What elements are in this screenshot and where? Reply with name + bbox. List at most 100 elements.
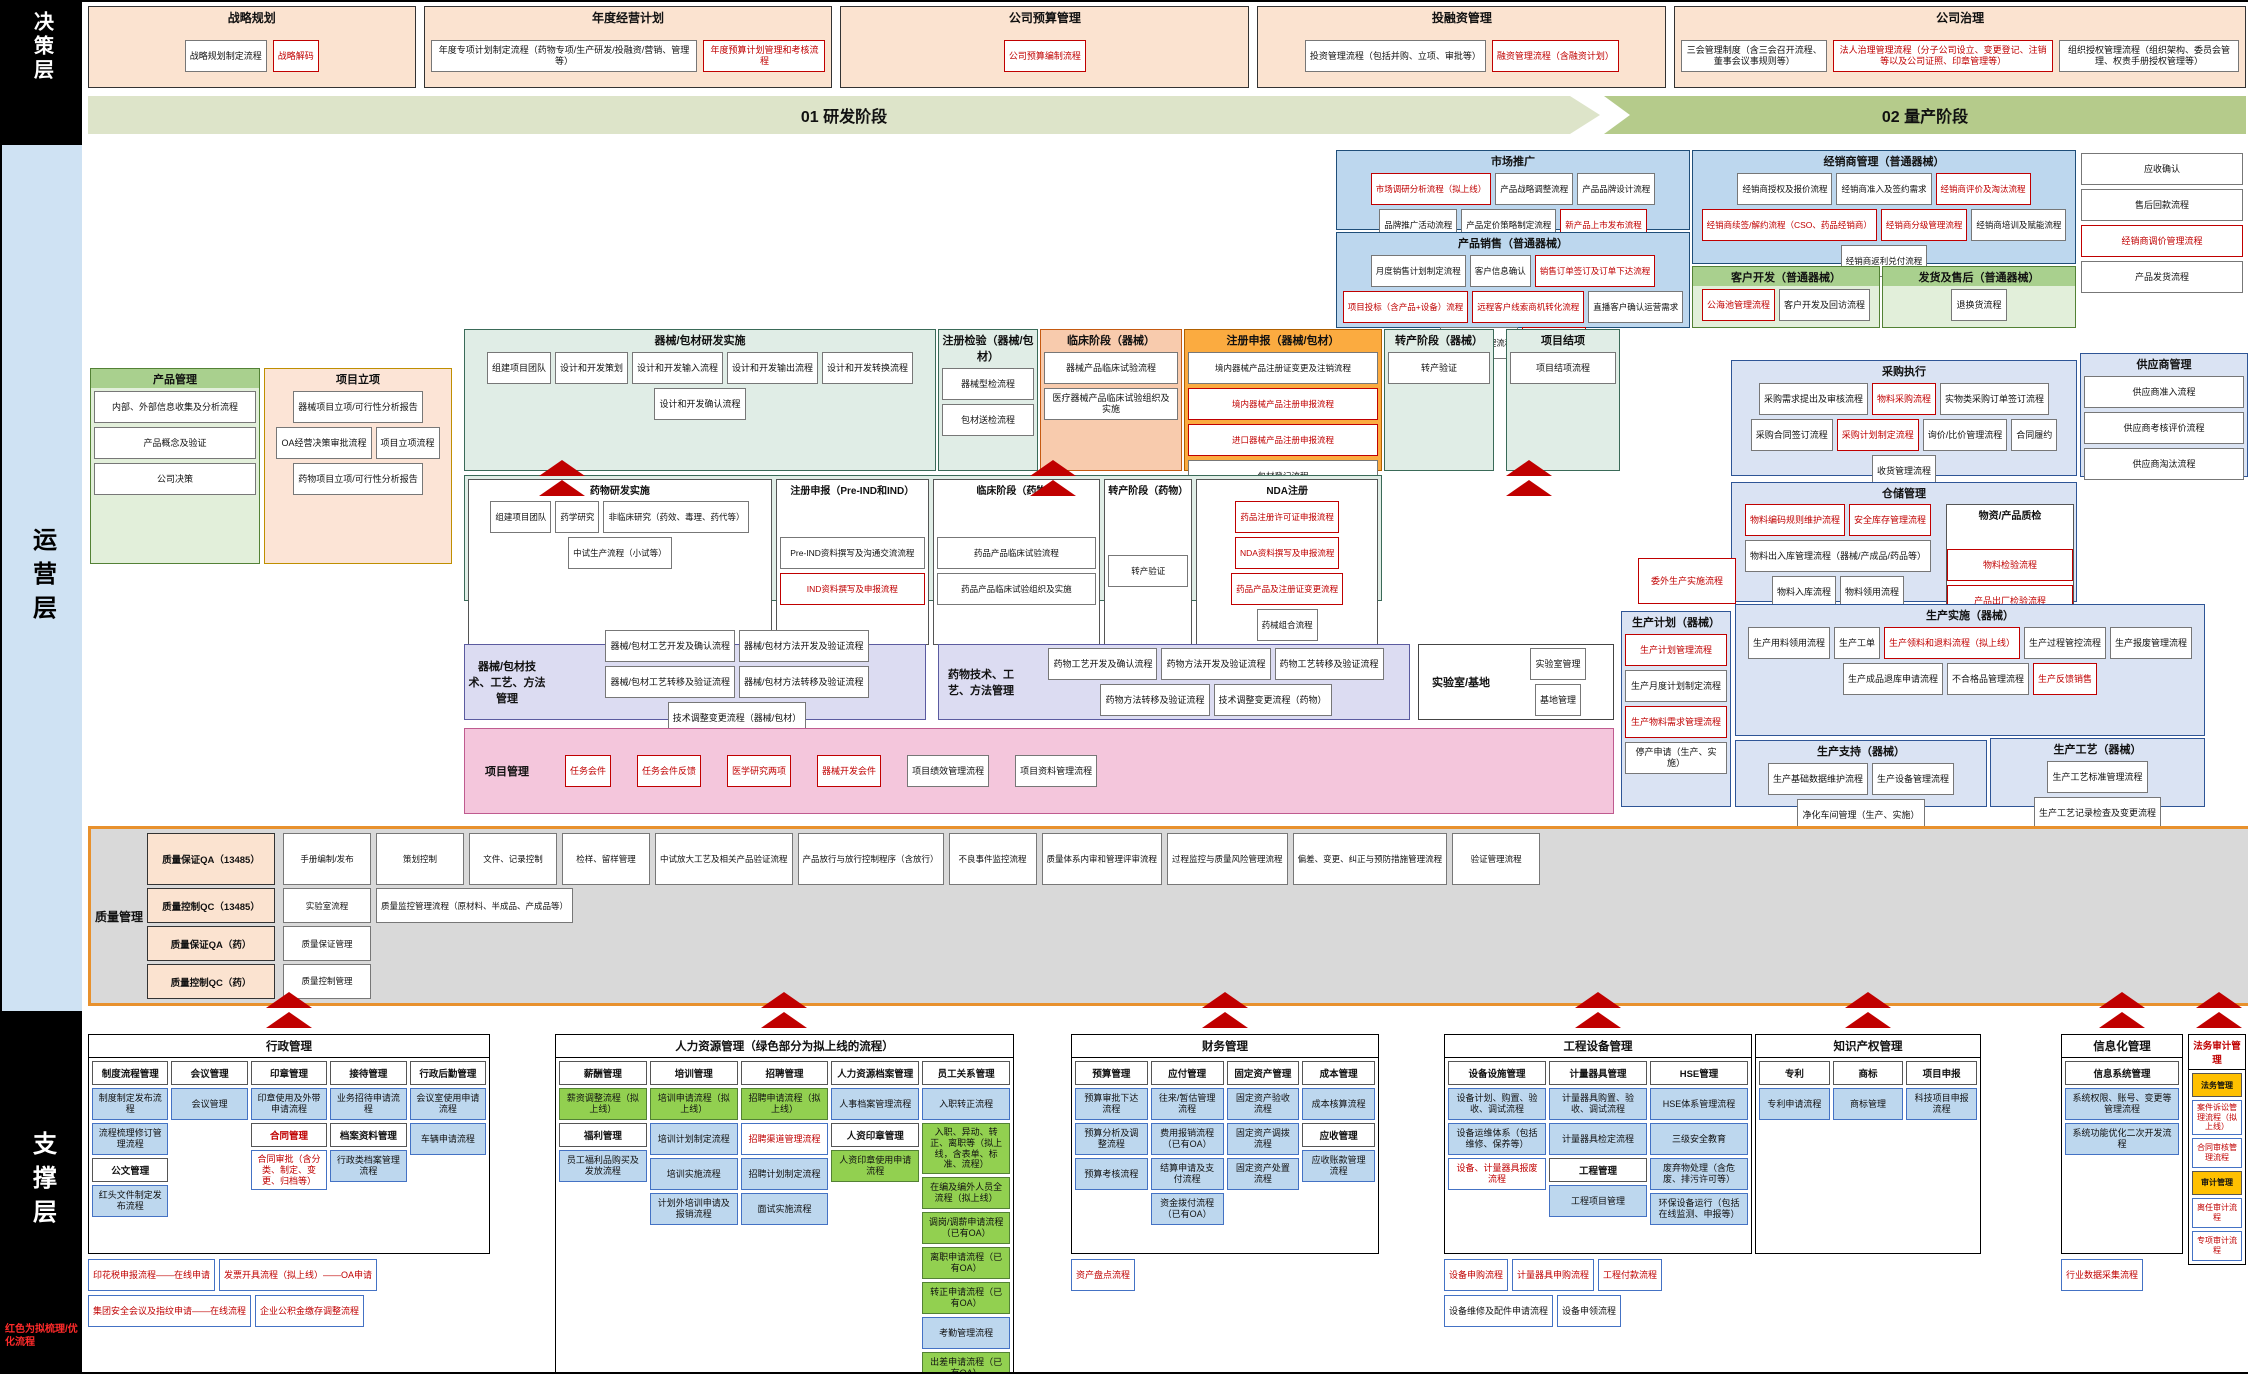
process-box[interactable]: 药物工艺转移及验证流程	[1274, 648, 1384, 680]
process-box[interactable]: NDA资料撰写及申报流程	[1234, 537, 1340, 569]
process-box[interactable]: 中试生产流程（小试等）	[568, 537, 672, 569]
process-box[interactable]: 固定资产调拨流程	[1226, 1123, 1300, 1155]
process-box[interactable]: 过程监控与质量风险管理流程	[1167, 833, 1288, 886]
process-box[interactable]: 投资管理流程（包括并购、立项、审批等）	[1304, 40, 1486, 72]
process-box[interactable]: 计量器具申购流程	[1512, 1259, 1595, 1291]
process-box[interactable]: 经销商续签/解约流程（CSO、药品经销商）	[1701, 209, 1877, 241]
process-box[interactable]: 项目立项流程	[375, 427, 440, 459]
process-box[interactable]: 实验室流程	[283, 888, 371, 924]
process-box[interactable]: 项目资料管理流程	[1015, 755, 1098, 787]
process-box[interactable]: 器械/包材工艺开发及确认流程	[605, 630, 735, 662]
process-box[interactable]: 采购计划制定流程	[1836, 419, 1919, 451]
process-box[interactable]: 检样、留样管理	[562, 833, 650, 886]
process-box[interactable]: 物料领用流程	[1840, 576, 1905, 608]
process-box[interactable]: 计量器具检定流程	[1549, 1123, 1647, 1155]
process-box[interactable]: 生产物料需求管理流程	[1625, 706, 1727, 738]
process-box[interactable]: 法人治理管理流程（分子公司设立、变更登记、注销等以及公司证照、印章管理等）	[1833, 40, 2053, 72]
process-box[interactable]: 验证管理流程	[1452, 833, 1541, 886]
process-box[interactable]: 三级安全教育	[1650, 1123, 1748, 1155]
process-box[interactable]: 供应商考核评价流程	[2084, 412, 2244, 444]
process-box[interactable]: 产品发货流程	[2081, 261, 2243, 293]
process-box[interactable]: 医学研究两项	[727, 755, 792, 787]
process-box[interactable]: 调岗/调薪申请流程（已有OA）	[922, 1212, 1010, 1245]
process-box[interactable]: 制度制定发布流程	[92, 1088, 169, 1120]
process-box[interactable]: 药物工艺开发及确认流程	[1048, 648, 1158, 680]
process-box[interactable]: 经销商培训及赋能流程	[1971, 209, 2067, 241]
process-box[interactable]: 偏差、变更、纠正与预防措施管理流程	[1292, 833, 1448, 886]
process-box[interactable]: 固定资产处置流程	[1226, 1158, 1300, 1190]
process-box[interactable]: 系统权限、账号、变更等管理流程	[2065, 1088, 2179, 1120]
process-box[interactable]: 器械型检流程	[942, 368, 1034, 400]
process-box[interactable]: 组建项目团队	[490, 501, 552, 533]
process-box[interactable]: 药品产品临床试验流程	[936, 537, 1097, 569]
process-box[interactable]: 不合格品管理流程	[1946, 663, 2029, 695]
process-box[interactable]: 项目结项流程	[1510, 352, 1616, 384]
process-box[interactable]: 招聘渠道管理流程	[740, 1123, 829, 1155]
process-box[interactable]: 预算考核流程	[1075, 1158, 1148, 1190]
process-box[interactable]: 经销商准入及签约需求	[1836, 173, 1932, 205]
process-box[interactable]: 药物方法转移及验证流程	[1100, 684, 1210, 716]
process-box[interactable]: 经销商授权及报价流程	[1737, 173, 1833, 205]
process-box[interactable]: 印章使用及外带申请流程	[250, 1088, 328, 1120]
process-box[interactable]: 内部、外部信息收集及分析流程	[94, 391, 256, 423]
process-box[interactable]: 商标管理	[1832, 1088, 1904, 1120]
process-box[interactable]: 设计和开发确认流程	[654, 388, 746, 420]
process-box[interactable]: 转正申请流程（已有OA）	[922, 1282, 1010, 1315]
process-box[interactable]: 药物项目立项/可行性分析报告	[293, 463, 423, 495]
process-box[interactable]: 退换货流程	[1951, 289, 2007, 321]
process-box[interactable]: 培训计划制定流程	[649, 1123, 738, 1155]
process-box[interactable]: 设计和开发转换流程	[822, 352, 914, 384]
process-box[interactable]: 中试放大工艺及相关产品验证流程	[655, 833, 793, 886]
process-box[interactable]: 任务会件	[565, 755, 612, 787]
process-box[interactable]: 生产报废管理流程	[2110, 627, 2193, 659]
process-box[interactable]: 询价/比价管理流程	[1922, 419, 2008, 451]
process-box[interactable]: 战略规划制定流程	[184, 40, 267, 72]
process-box[interactable]: 人事档案管理流程	[831, 1088, 920, 1120]
process-box[interactable]: 融资管理流程（含融资计划）	[1491, 40, 1619, 72]
outsourced-production-box[interactable]: 委外生产实施流程	[1638, 558, 1736, 604]
process-box[interactable]: 器械项目立项/可行性分析报告	[293, 391, 423, 423]
process-box[interactable]: 药品产品临床试验组织及实施	[936, 573, 1097, 605]
process-box[interactable]: 战略解码	[272, 40, 319, 72]
process-box[interactable]: Pre-IND资料撰写及沟通交流流程	[779, 537, 925, 569]
process-box[interactable]: 设备计划、购置、验收、调试流程	[1448, 1088, 1546, 1120]
process-box[interactable]: 远程客户线索商机转化流程	[1472, 291, 1585, 323]
process-box[interactable]: 行政类档案管理流程	[330, 1150, 407, 1182]
process-box[interactable]: 固定资产验收流程	[1226, 1088, 1300, 1120]
process-box[interactable]: 预算审批下达流程	[1075, 1088, 1148, 1120]
process-box[interactable]: 产品战略调整流程	[1495, 173, 1574, 205]
process-box[interactable]: 公海池管理流程	[1701, 289, 1775, 321]
process-box[interactable]: 器械/包材方法开发及验证流程	[739, 630, 869, 662]
process-box[interactable]: 质量监控管理流程（原材料、半成品、产成品等）	[376, 888, 574, 924]
process-box[interactable]: 设计和开发输入流程	[631, 352, 723, 384]
process-box[interactable]: 物料编码规则维护流程	[1744, 504, 1845, 536]
process-box[interactable]: 招聘申请流程（拟上线）	[740, 1088, 829, 1120]
process-box[interactable]: 印花税申报流程——在线申请	[88, 1259, 216, 1291]
process-box[interactable]: 基地管理	[1534, 684, 1581, 716]
process-box[interactable]: 生产工艺记录检查及变更流程	[2033, 797, 2161, 829]
process-box[interactable]: 生产用料领用流程	[1747, 627, 1830, 659]
process-box[interactable]: 年度预算计划管理和考核流程	[703, 40, 826, 72]
process-box[interactable]: 器械/包材工艺转移及验证流程	[605, 666, 735, 698]
process-box[interactable]: 手册编制/发布	[283, 833, 371, 886]
process-box[interactable]: 结算申请及支付流程	[1150, 1158, 1224, 1190]
process-box[interactable]: 境内器械产品注册证变更及注销流程	[1188, 352, 1378, 384]
process-box[interactable]: 生产基础数据维护流程	[1767, 763, 1868, 795]
process-box[interactable]: 专项审计流程	[2192, 1230, 2242, 1261]
process-box[interactable]: 包材送检流程	[942, 404, 1034, 436]
process-box[interactable]: 员工福利品购买及发放流程	[559, 1150, 647, 1182]
process-box[interactable]: 集团安全会议及指纹申请——在线流程	[88, 1295, 252, 1327]
process-box[interactable]: 项目绩效管理流程	[907, 755, 990, 787]
process-box[interactable]: 器械开发会件	[817, 755, 882, 787]
process-box[interactable]: 环保设备运行（包括在线监测、申报等）	[1650, 1193, 1748, 1225]
process-box[interactable]: 业务招待申请流程	[330, 1088, 407, 1120]
process-box[interactable]: 物料检验流程	[1947, 549, 2073, 581]
process-box[interactable]: 技术调整变更流程（药物）	[1213, 684, 1332, 716]
process-box[interactable]: 离职申请流程（已有OA）	[922, 1247, 1010, 1280]
process-box[interactable]: 计量器具购置、验收、调试流程	[1549, 1088, 1647, 1120]
process-box[interactable]: 资产盘点流程	[1071, 1259, 1136, 1291]
process-box[interactable]: 应收确认	[2081, 153, 2243, 185]
process-box[interactable]: 组织授权管理流程（组织架构、委员会管理、权责手册授权管理等）	[2058, 40, 2239, 72]
process-box[interactable]: 药品注册许可证申报流程	[1235, 501, 1339, 533]
process-box[interactable]: 不良事件监控流程	[948, 833, 1037, 886]
